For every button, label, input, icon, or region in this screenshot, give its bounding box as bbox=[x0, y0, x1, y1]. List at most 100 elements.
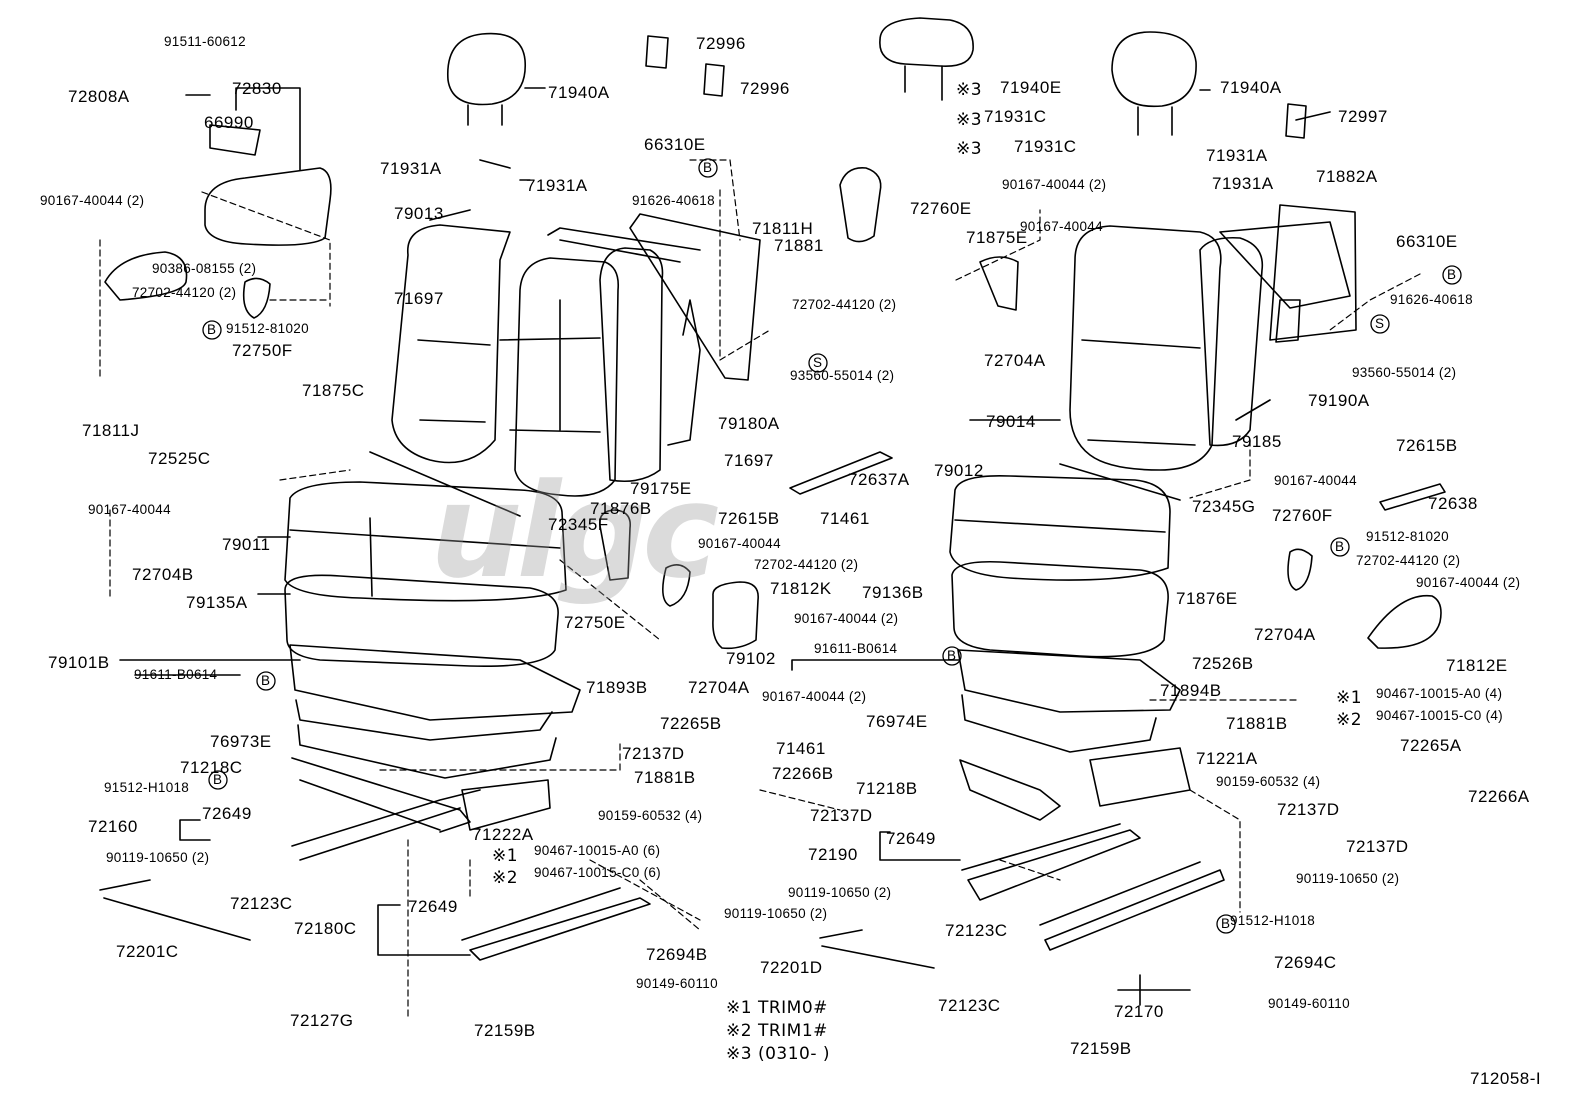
circled-reference-mark bbox=[942, 646, 962, 666]
part-number-label: 71812K bbox=[770, 579, 832, 598]
part-number-label: 90167-40044 (2) bbox=[794, 611, 899, 626]
note-reference-mark: ※1 bbox=[492, 846, 519, 866]
part-number-label: 90167-40044 (2) bbox=[1002, 177, 1107, 192]
label-plates bbox=[645, 35, 1307, 139]
leaders bbox=[99, 191, 331, 381]
leaders bbox=[791, 659, 961, 861]
strap-center bbox=[789, 451, 893, 495]
part-number-label: 90167-40044 (2) bbox=[762, 689, 867, 704]
seatback-right-side bbox=[1199, 236, 1264, 447]
cushion-pad-right bbox=[951, 560, 1169, 658]
part-number-label: 71811H bbox=[752, 219, 814, 238]
part-number-label: 71940A bbox=[1220, 78, 1282, 97]
seatback-board-left bbox=[629, 213, 761, 381]
part-number-label: 71812E bbox=[1446, 656, 1508, 675]
part-number-label: 71218B bbox=[856, 779, 918, 798]
leaders bbox=[639, 699, 1301, 931]
part-number-label: 72137D bbox=[622, 744, 685, 763]
part-number-label: 90386-08155 (2) bbox=[152, 261, 257, 276]
part-number-label: 79185 bbox=[1232, 432, 1282, 451]
part-number-label: 71931A bbox=[1212, 174, 1274, 193]
note-reference-mark: ※3 bbox=[956, 110, 983, 130]
cover-71812K bbox=[712, 581, 759, 650]
hook-brackets bbox=[599, 256, 1019, 581]
wire-strap-right bbox=[1059, 463, 1181, 501]
note-reference-mark: ※2 bbox=[1336, 710, 1363, 730]
part-number-label: 90467-10015-C0 (4) bbox=[1376, 708, 1503, 723]
cover-71811J bbox=[104, 251, 188, 301]
headrest-stems bbox=[467, 104, 503, 126]
armrest-72830 bbox=[204, 124, 332, 246]
part-number-label: 71931A bbox=[380, 159, 442, 178]
seatback-board-right bbox=[1269, 204, 1357, 341]
cushion-pad-left bbox=[284, 574, 559, 667]
seatback-middle-seams bbox=[499, 299, 601, 433]
wire-left bbox=[99, 879, 251, 941]
circled-reference-letter: B bbox=[1221, 916, 1231, 931]
part-number-label: 71940E bbox=[1000, 78, 1062, 97]
part-number-label: 72702-44120 (2) bbox=[792, 297, 897, 312]
frame-right bbox=[961, 694, 1157, 753]
frame-left bbox=[297, 724, 557, 779]
part-number-label: 90467-10015-A0 (4) bbox=[1376, 686, 1503, 701]
part-number-label: 91512-H1018 bbox=[104, 780, 190, 795]
strap-right bbox=[1379, 483, 1446, 511]
part-number-label: 71940A bbox=[548, 83, 610, 102]
recliner-left bbox=[667, 299, 701, 446]
part-number-label: 72808A bbox=[68, 87, 130, 106]
part-number-label: 90167-40044 bbox=[88, 502, 171, 517]
part-number-label: 72638 bbox=[1428, 494, 1478, 513]
part-number-label: 72615B bbox=[1396, 436, 1458, 455]
cushion-right-seam bbox=[954, 519, 1166, 533]
circled-reference-mark bbox=[256, 671, 276, 691]
part-number-label: 90159-60532 (4) bbox=[1216, 774, 1321, 789]
part-number-label: 79011 bbox=[222, 535, 271, 554]
part-number-label: 71697 bbox=[724, 451, 774, 470]
part-number-label: 72265B bbox=[660, 714, 722, 733]
cushion-right bbox=[949, 474, 1171, 581]
part-number-label: 79012 bbox=[934, 461, 984, 480]
part-number-label: 72694B bbox=[646, 945, 708, 964]
part-number-label: 71894B bbox=[1160, 681, 1222, 700]
part-number-label: 66990 bbox=[204, 113, 254, 132]
part-number-label: 79013 bbox=[394, 204, 444, 223]
rail-lower-left bbox=[291, 789, 481, 861]
seatback-middle bbox=[514, 257, 620, 497]
seatback-frame-left bbox=[599, 247, 664, 483]
part-number-label: 79175E bbox=[630, 479, 692, 498]
part-number-label: 71218C bbox=[180, 758, 243, 777]
recliner-covers bbox=[242, 277, 1313, 607]
part-number-label: 71811J bbox=[82, 421, 140, 440]
part-number-label: 90119-10650 (2) bbox=[788, 885, 892, 900]
part-number-label: 79014 bbox=[986, 412, 1036, 431]
legend-entry: ※2 TRIM1# bbox=[726, 1021, 828, 1041]
part-number-label: 90167-40044 bbox=[1274, 473, 1357, 488]
part-number-label: 93560-55014 (2) bbox=[1352, 365, 1457, 380]
part-number-label: 72694C bbox=[1274, 953, 1337, 972]
part-number-label: 91512-H1018 bbox=[1230, 913, 1316, 928]
circled-reference-letter: B bbox=[1335, 539, 1345, 554]
part-number-label: 72345F bbox=[548, 515, 609, 534]
note-reference-mark: ※3 bbox=[956, 80, 983, 100]
part-number-label: 91511-60612 bbox=[164, 34, 246, 49]
part-number-label: 72159B bbox=[1070, 1039, 1132, 1058]
part-number-label: 90119-10650 (2) bbox=[106, 850, 210, 865]
part-number-label: 71461 bbox=[820, 509, 870, 528]
note-reference-mark: ※3 bbox=[956, 139, 983, 159]
part-number-label: 91626-40618 bbox=[632, 193, 715, 208]
seatback-left bbox=[391, 224, 511, 464]
cover-71811H bbox=[839, 167, 882, 243]
seat-pan-right bbox=[957, 649, 1181, 713]
headrest-stems bbox=[1137, 106, 1173, 136]
circled-reference-letter: S bbox=[1375, 316, 1385, 331]
part-number-label: 79136B bbox=[862, 583, 924, 602]
rail-upper-left bbox=[291, 757, 471, 833]
part-number-label: 71931A bbox=[526, 176, 588, 195]
part-number-label: 72649 bbox=[202, 804, 252, 823]
part-number-label: 72702-44120 (2) bbox=[754, 557, 859, 572]
rail-runner-left bbox=[461, 887, 651, 961]
part-number-label: 90167-40044 bbox=[698, 536, 781, 551]
rail-upper-right bbox=[961, 823, 1141, 901]
part-number-label: 72830 bbox=[232, 79, 282, 98]
cushion-seams bbox=[289, 517, 561, 597]
